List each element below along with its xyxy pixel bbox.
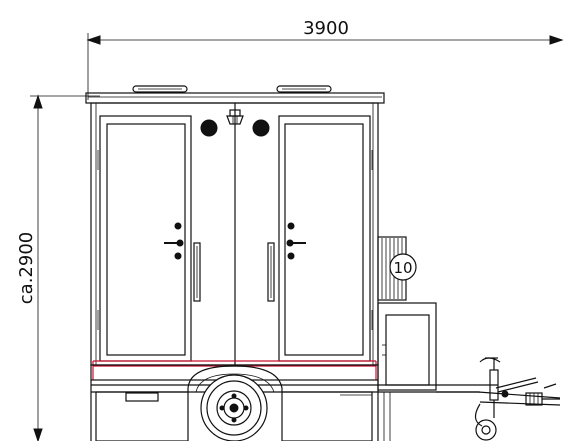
roof-cap (85, 92, 385, 104)
right-skirt-panel (281, 391, 373, 442)
jockey-wheel-icon (475, 419, 497, 441)
right-door (267, 115, 373, 362)
left-door-frame (99, 115, 192, 362)
door-lock-icon (287, 222, 295, 260)
arrowhead-right (549, 35, 563, 45)
width-dimension: 3900 (86, 18, 563, 100)
fender (187, 365, 283, 392)
drawbar (436, 357, 561, 441)
grab-bar-icon (193, 242, 201, 302)
left-skirt-panel (95, 391, 189, 442)
right-door-frame (278, 115, 371, 362)
left-door-panel (106, 123, 186, 356)
light-icon (252, 119, 270, 137)
vent-icon (276, 85, 332, 93)
wheel-assembly (187, 365, 283, 442)
wheel-icon (200, 374, 268, 442)
arrowhead-bottom (33, 428, 43, 443)
light-icon (200, 119, 218, 137)
height-dimension: ca.2900 (16, 94, 100, 443)
callout-circle (389, 253, 417, 281)
left-step (125, 392, 159, 402)
cabinet-door (385, 314, 430, 386)
tow-hitch-icon (525, 383, 560, 406)
hand-brake-lever (474, 377, 539, 427)
cabin-body (90, 102, 379, 366)
left-door (97, 115, 201, 362)
front-lights (200, 109, 270, 137)
callout-number: 10 (393, 259, 412, 277)
door-handle-icon (286, 239, 306, 247)
chassis (90, 364, 498, 442)
right-door-panel (284, 123, 364, 356)
vent-icon (132, 85, 188, 93)
door-handle-icon (164, 239, 184, 247)
lamp-icon (226, 109, 244, 125)
grab-bar-icon (267, 242, 275, 302)
roof-vents (132, 85, 332, 93)
arrowhead-left (86, 35, 101, 45)
arrowhead-top (33, 94, 43, 109)
utility-cabinet (377, 302, 437, 391)
side-tank: 10 (377, 236, 417, 301)
roof (85, 92, 385, 104)
width-dimension-label: 3900 (303, 18, 349, 39)
cabinet-outline (377, 302, 437, 391)
door-lock-icon (174, 222, 182, 260)
height-dimension-label: ca.2900 (16, 232, 37, 304)
jockey-wheel (475, 357, 501, 441)
